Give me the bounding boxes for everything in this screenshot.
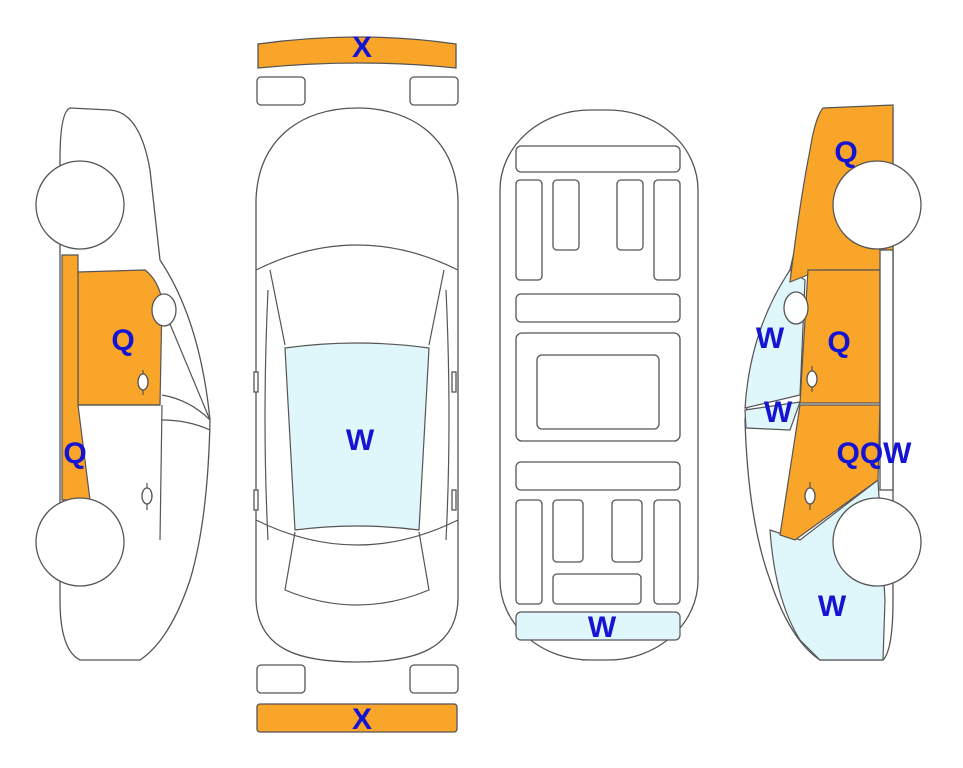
front-light-left	[256, 76, 306, 106]
interior-view	[499, 109, 699, 661]
rear-bumper-panel[interactable]	[256, 703, 458, 733]
front-bumper-panel[interactable]	[257, 36, 457, 69]
trunk-panel[interactable]	[515, 611, 681, 641]
marker-left-front-door: Q	[111, 324, 134, 357]
rear-light-right	[409, 664, 459, 694]
marker-roof: W	[346, 424, 375, 457]
left-front-wheel	[35, 160, 125, 250]
marker-front-bumper: X	[352, 31, 372, 64]
marker-right-rear-door: Q	[827, 326, 850, 359]
marker-right-front-door: QQW	[837, 437, 913, 470]
left-side-view	[35, 107, 211, 661]
left-front-door[interactable]	[77, 269, 163, 406]
rear-light-left	[256, 664, 306, 694]
right-side-view	[744, 104, 922, 661]
rear-bumper-group	[256, 664, 459, 733]
marker-left-sill: Q	[63, 437, 86, 470]
right-front-glass[interactable]	[744, 401, 801, 431]
front-bumper-group	[256, 36, 459, 106]
top-view	[253, 107, 459, 663]
marker-right-rear-fender: Q	[834, 136, 857, 169]
marker-right-rear-glass: W	[756, 322, 785, 355]
marker-trunk-panel: W	[588, 611, 617, 644]
right-front-door[interactable]	[779, 404, 881, 541]
roof-panel[interactable]	[284, 342, 430, 531]
marker-right-front-fender: W	[818, 590, 847, 623]
marker-right-front-glass: W	[764, 396, 793, 429]
right-rear-wheel	[832, 160, 922, 250]
left-rear-wheel	[35, 497, 125, 587]
right-front-wheel	[832, 497, 922, 587]
front-light-right	[409, 76, 459, 106]
marker-rear-bumper: X	[352, 703, 372, 736]
